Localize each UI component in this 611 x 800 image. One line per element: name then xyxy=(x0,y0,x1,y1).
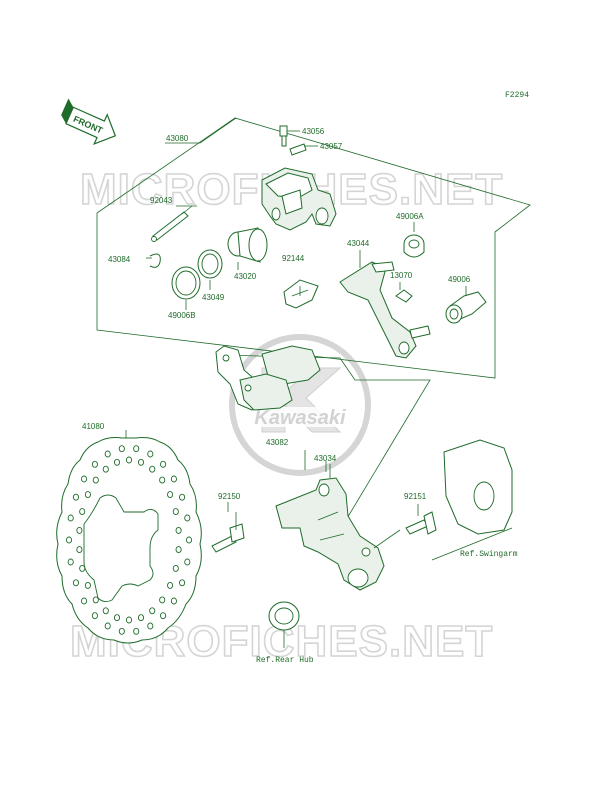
small-plate xyxy=(395,289,413,303)
disc-hole xyxy=(133,445,140,453)
disc-hole xyxy=(92,596,99,604)
disc-hole xyxy=(102,465,109,473)
disc-hole xyxy=(147,450,154,458)
disc-hole xyxy=(84,491,91,499)
rear-hub-collar xyxy=(268,601,300,648)
disc-hole xyxy=(72,579,79,587)
disc-hole xyxy=(172,564,179,572)
brake-disc xyxy=(56,437,202,644)
part-label-49006: 49006 xyxy=(448,275,471,284)
disc-hole xyxy=(137,458,145,466)
disc-hole xyxy=(118,627,125,635)
disc-hole xyxy=(76,546,83,554)
part-label-92043: 92043 xyxy=(150,196,173,205)
piston xyxy=(227,227,268,263)
disc-hole xyxy=(113,614,121,622)
front-arrow-icon: FRONT xyxy=(61,98,117,146)
disc-hole xyxy=(172,508,179,516)
part-label-13070: 13070 xyxy=(390,271,413,280)
disc-hole xyxy=(65,536,73,544)
part-label-43056: 43056 xyxy=(302,127,325,136)
disc-hole xyxy=(160,460,167,468)
disc-hole xyxy=(133,627,140,635)
part-label-49006B: 49006B xyxy=(168,311,196,320)
swingarm-ref xyxy=(431,439,513,561)
disc-hole xyxy=(149,465,156,473)
pin-clip xyxy=(149,253,161,268)
disc-hole xyxy=(81,475,88,483)
disc-hole xyxy=(147,622,154,630)
disc-hole xyxy=(79,564,86,572)
disc-hole xyxy=(67,558,74,566)
disc-hole xyxy=(175,546,182,554)
bleeder-valve xyxy=(279,125,300,147)
disc-bolt xyxy=(211,512,245,553)
disc-hole xyxy=(91,460,98,468)
part-label-92150: 92150 xyxy=(218,492,241,501)
piston-seal xyxy=(197,249,223,279)
part-label-43020: 43020 xyxy=(234,272,257,281)
disc-hole xyxy=(67,514,74,522)
disc-hole xyxy=(92,476,99,484)
part-label-43082: 43082 xyxy=(266,438,289,447)
caliper-bracket xyxy=(275,477,385,591)
disc-hole xyxy=(167,581,174,589)
disc-hole xyxy=(159,596,166,604)
disc-hole xyxy=(185,536,193,544)
disc-hole xyxy=(175,526,182,534)
disc-hole xyxy=(84,581,91,589)
part-label-43084: 43084 xyxy=(108,255,131,264)
disc-hole xyxy=(125,616,133,624)
disc-hole xyxy=(102,607,109,615)
disc-hole xyxy=(72,493,79,501)
caliper-pin xyxy=(151,205,193,242)
part-label-49006A: 49006A xyxy=(396,212,424,221)
kawasaki-logo-text: Kawasaki xyxy=(254,407,346,429)
disc-hole xyxy=(184,558,191,566)
disc-hole xyxy=(170,597,177,605)
disc-hole xyxy=(179,579,186,587)
disc-hole xyxy=(149,607,156,615)
part-label-41080: 41080 xyxy=(82,422,105,431)
bleeder-cap xyxy=(289,143,318,156)
part-label-43080: 43080 xyxy=(166,134,189,143)
diagram-code: F2294 xyxy=(505,91,529,100)
part-label-43057: 43057 xyxy=(320,142,343,151)
pad-spring xyxy=(283,279,319,309)
disc-hole xyxy=(79,508,86,516)
part-label-92144: 92144 xyxy=(282,254,305,263)
brake-pads xyxy=(215,345,321,411)
dust-seal xyxy=(171,266,201,300)
disc-hole xyxy=(167,491,174,499)
disc-hole xyxy=(159,476,166,484)
collar-49006 xyxy=(445,291,487,324)
ref-swingarm-label: Ref.Swingarm xyxy=(460,550,518,559)
disc-hole xyxy=(184,514,191,522)
ref-rear-hub-label: Ref.Rear Hub xyxy=(256,656,314,665)
part-label-92151: 92151 xyxy=(404,492,427,501)
disc-hole xyxy=(137,614,145,622)
bracket-bolt xyxy=(373,511,437,549)
disc-hole xyxy=(76,526,83,534)
disc-hole xyxy=(104,450,111,458)
torque-link xyxy=(339,261,431,359)
caliper-body xyxy=(261,167,337,231)
part-label-43044: 43044 xyxy=(347,239,370,248)
disc-holes-group xyxy=(65,445,193,635)
part-label-43049: 43049 xyxy=(202,293,225,302)
disc-hole xyxy=(113,458,121,466)
disc-hole xyxy=(125,456,133,464)
sleeve-49006a xyxy=(403,234,425,258)
disc-hole xyxy=(170,475,177,483)
disc-hole xyxy=(91,612,98,620)
disc-hole xyxy=(81,597,88,605)
disc-hole xyxy=(160,612,167,620)
disc-hole xyxy=(104,622,111,630)
part-label-43034: 43034 xyxy=(314,454,337,463)
disc-hole xyxy=(179,493,186,501)
disc-hole xyxy=(118,445,125,453)
